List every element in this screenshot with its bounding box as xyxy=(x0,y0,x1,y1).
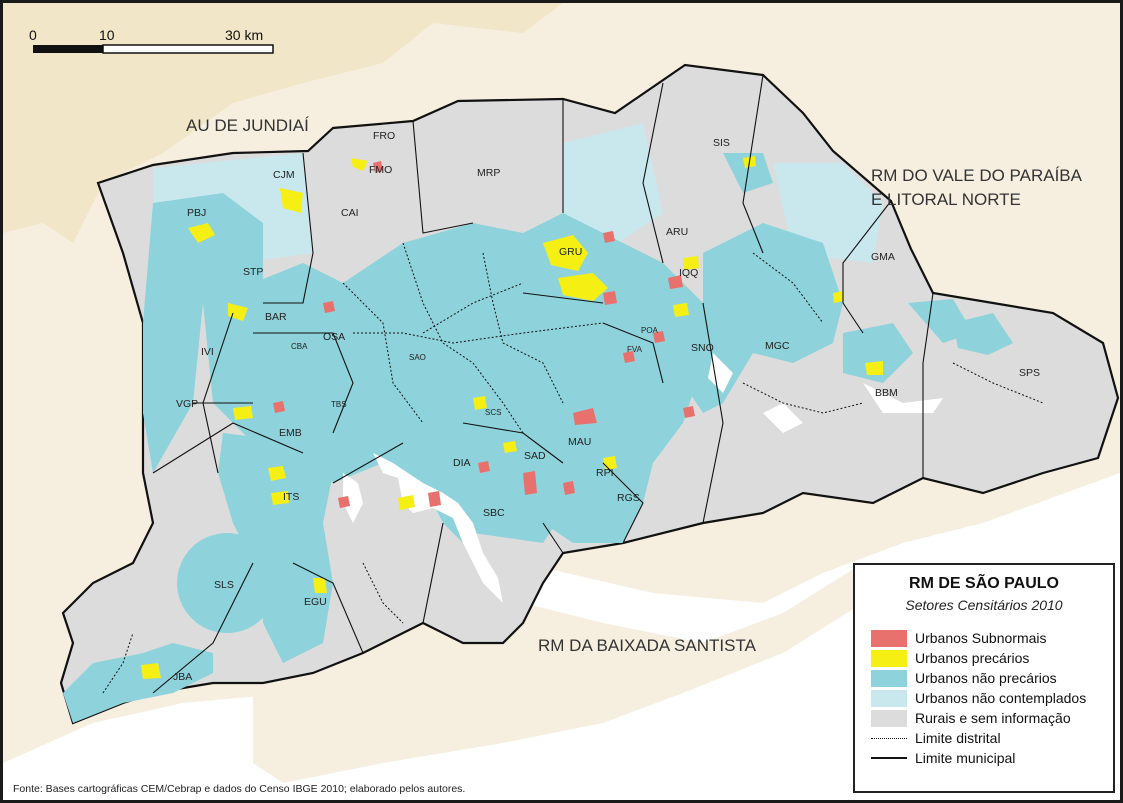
scale-tick-10: 10 xyxy=(99,27,115,43)
mun-label: PBJ xyxy=(187,207,206,219)
jundiai-region xyxy=(3,3,563,243)
legend-line-solid xyxy=(871,757,907,759)
mun-label: CAI xyxy=(341,207,359,219)
mun-label: ITS xyxy=(283,491,299,503)
mun-label: BAR xyxy=(265,311,287,323)
legend-subtitle: Setores Censitários 2010 xyxy=(905,597,1063,613)
legend-item-precarious: Urbanos precários xyxy=(871,649,1029,667)
legend-item-rural: Rurais e sem informação xyxy=(871,709,1071,727)
subnormal-areas xyxy=(273,161,695,508)
urban-salesopolis-circle xyxy=(177,533,277,633)
scale-bar: 0 10 30 km xyxy=(29,27,274,54)
mun-label: CBA xyxy=(291,342,308,351)
mun-label: VGP xyxy=(176,398,198,410)
urban-juquitiba xyxy=(63,643,213,723)
region-label-vale-line1: RM DO VALE DO PARAÍBA xyxy=(871,166,1083,185)
precarious-areas xyxy=(141,156,883,679)
area-not-covered-aruja xyxy=(563,123,663,253)
mun-label: TBS xyxy=(331,400,347,409)
legend-label: Urbanos não precários xyxy=(915,670,1057,686)
mun-label: FMO xyxy=(369,164,392,176)
mun-label: RGS xyxy=(617,492,640,504)
legend-label: Limite municipal xyxy=(915,750,1016,766)
urban-embu-guacu xyxy=(263,523,333,663)
legend-swatch xyxy=(871,649,907,667)
urban-east xyxy=(953,313,1013,355)
region-label-jundiai: AU DE JUNDIAÍ xyxy=(186,116,309,135)
legend-line-dotted xyxy=(871,737,907,739)
legend-swatch xyxy=(871,689,907,707)
legend-swatch xyxy=(871,709,907,727)
legend-item-district-limit: Limite distrital xyxy=(871,729,1001,747)
mun-label: IQQ xyxy=(679,267,698,279)
mun-label: DIA xyxy=(453,457,471,469)
legend-title: RM DE SÃO PAULO xyxy=(909,575,1059,592)
taiacupeba-reservoir xyxy=(708,353,733,393)
legend-item-municipal-limit: Limite municipal xyxy=(871,749,1015,767)
legend-label: Urbanos Subnormais xyxy=(915,630,1047,646)
mun-label: EGU xyxy=(304,596,327,608)
mun-label: JBA xyxy=(173,671,192,683)
mun-label: SLS xyxy=(214,579,234,591)
mun-label: CJM xyxy=(273,169,295,181)
mun-label: MRP xyxy=(477,167,500,179)
scale-tick-0: 0 xyxy=(29,27,37,43)
urban-biritiba xyxy=(843,323,913,383)
legend-swatch xyxy=(871,629,907,647)
municipality-labels: FRO FMO CJM CAI MRP SIS PBJ GRU ARU GMA … xyxy=(173,130,1040,683)
legend: RM DE SÃO PAULO Setores Censitários 2010… xyxy=(853,563,1115,793)
mun-label: SCS xyxy=(485,408,501,417)
mun-label: SAD xyxy=(524,450,546,462)
source-note: Fonte: Bases cartográficas CEM/Cebrap e … xyxy=(13,783,466,795)
mun-label: STP xyxy=(243,266,263,278)
legend-label: Limite distrital xyxy=(915,730,1001,746)
mun-label: MGC xyxy=(765,340,790,352)
mun-label: GRU xyxy=(559,246,582,258)
mun-label: SPS xyxy=(1019,367,1040,379)
mun-label: GMA xyxy=(871,251,895,263)
region-label-vale-line2: E LITORAL NORTE xyxy=(871,190,1021,209)
municipal-limits xyxy=(152,74,934,694)
mun-label: IVI xyxy=(201,346,214,358)
scale-segment-light xyxy=(102,44,274,54)
scale-tick-30: 30 km xyxy=(225,27,263,43)
legend-item-subnormal: Urbanos Subnormais xyxy=(871,629,1047,647)
mun-label: POA xyxy=(641,326,659,335)
legend-label: Urbanos precários xyxy=(915,650,1030,666)
mun-label: SNO xyxy=(691,342,714,354)
legend-item-non-precarious: Urbanos não precários xyxy=(871,669,1057,687)
mun-label: OSA xyxy=(323,331,345,343)
west-land xyxy=(3,223,73,603)
mun-label: EMB xyxy=(279,427,302,439)
legend-label: Urbanos não contemplados xyxy=(915,690,1087,706)
mun-label: FVA xyxy=(627,345,643,354)
mun-label: SAO xyxy=(409,353,426,362)
mun-label: SBC xyxy=(483,507,505,519)
mun-label: RPI xyxy=(596,467,614,479)
jundiai-reservoir xyxy=(763,403,803,433)
district-limits xyxy=(102,242,1044,694)
legend-label: Rurais e sem informação xyxy=(915,710,1071,726)
guarapiranga-reservoir xyxy=(343,473,363,523)
legend-swatch xyxy=(871,669,907,687)
mun-label: BBM xyxy=(875,387,898,399)
mun-label: SIS xyxy=(713,137,730,149)
mun-label: ARU xyxy=(666,226,688,238)
region-label-santista: RM DA BAIXADA SANTISTA xyxy=(538,636,757,655)
billings-reservoir xyxy=(373,453,503,603)
mun-label: FRO xyxy=(373,130,395,142)
legend-item-not-covered: Urbanos não contemplados xyxy=(871,689,1086,707)
metropolitan-map: AU DE JUNDIAÍ RM DO VALE DO PARAÍBA E LI… xyxy=(3,3,1120,800)
scale-segment-dark xyxy=(33,45,103,53)
mun-label: MAU xyxy=(568,436,591,448)
urban-west-a xyxy=(143,193,263,473)
